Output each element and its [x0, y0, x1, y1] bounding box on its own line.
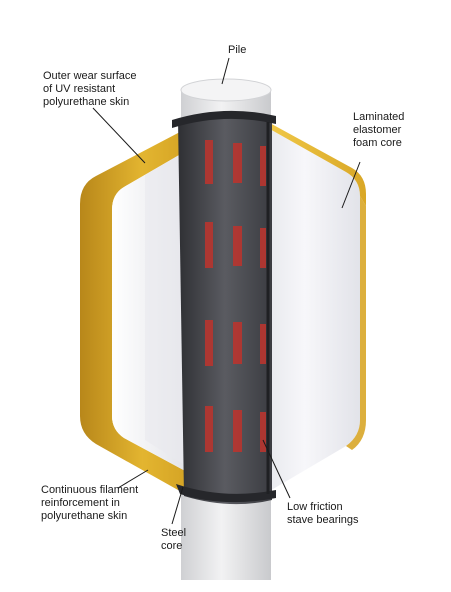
stave-bearing — [233, 322, 242, 364]
leader-lines — [92, 57, 361, 525]
stave-bearing — [233, 410, 242, 452]
stave-bearing — [205, 320, 213, 366]
leader-outer-skin — [92, 107, 146, 164]
label-outer-wear-surface: Outer wear surface of UV resistant polyu… — [43, 70, 137, 108]
label-low-friction-stave: Low friction stave bearings — [287, 501, 359, 526]
stave-bearing — [260, 324, 266, 364]
leader-pile — [221, 57, 230, 85]
foam-core-right — [268, 128, 360, 492]
leader-steel-core — [171, 486, 184, 525]
leader-stave — [262, 439, 291, 499]
stave-bearings — [205, 140, 266, 452]
label-laminated-core: Laminated elastomer foam core — [353, 111, 405, 149]
steel-core — [172, 110, 276, 505]
stave-bearing — [205, 140, 213, 184]
outer-skin-left — [80, 133, 205, 490]
label-pile: Pile — [228, 44, 247, 56]
stave-bearing — [260, 412, 266, 452]
stave-bearing — [260, 228, 266, 268]
stave-bearing — [233, 226, 242, 266]
stave-bearing — [205, 406, 213, 452]
stave-bearing — [205, 222, 213, 268]
stave-bearing — [233, 143, 242, 183]
label-steel-core: Steel core — [161, 527, 187, 552]
leader-filament — [117, 469, 149, 489]
stave-bearing — [260, 146, 266, 186]
leader-foam-core — [341, 161, 361, 209]
label-continuous-filament: Continuous filament reinforcement in pol… — [41, 484, 139, 522]
outer-skin-right — [268, 122, 366, 450]
